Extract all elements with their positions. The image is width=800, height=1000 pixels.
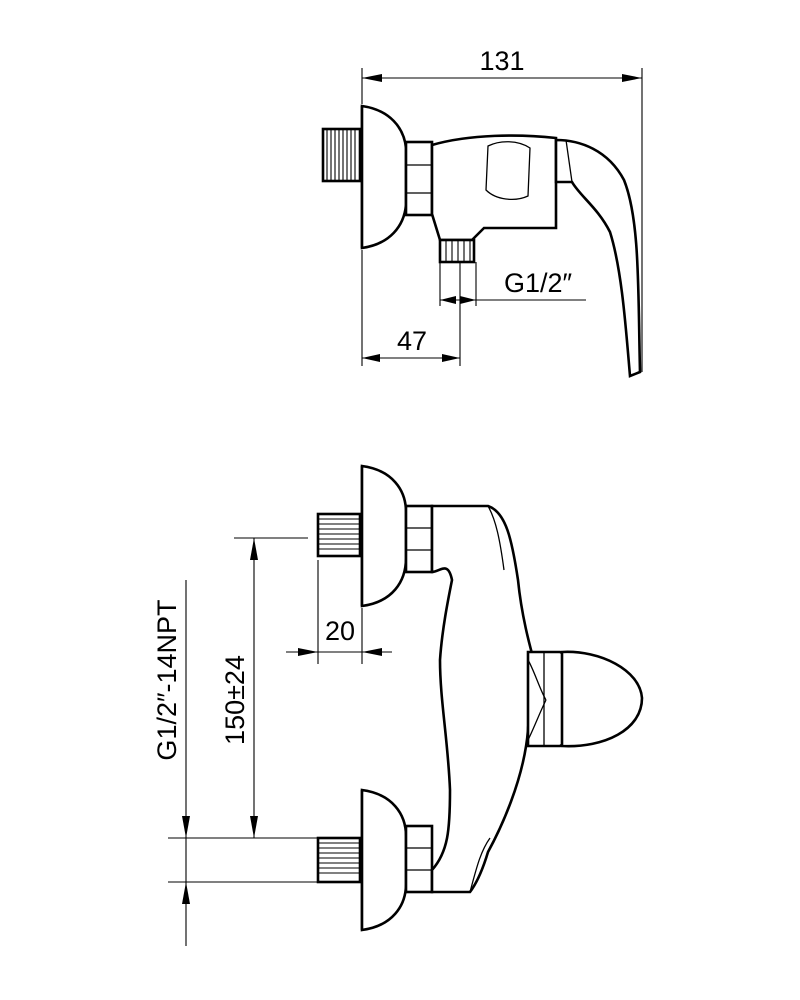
handle-knob (526, 650, 644, 748)
dim-thread-length: 20 (286, 560, 392, 664)
dim-overall-width-label: 131 (479, 46, 524, 76)
hex-nut (404, 140, 434, 217)
inlet-thread (321, 127, 362, 183)
dim-overall-width: 131 (361, 46, 643, 372)
top-hex-nut (404, 504, 434, 574)
lever-pocket (485, 141, 531, 201)
top-inlet-thread (316, 512, 362, 558)
dim-inlet-thread-label: G1/2″-14NPT (152, 599, 182, 760)
bottom-inlet-thread (316, 836, 362, 884)
mixer-body (430, 134, 558, 242)
front-view: 150±24 G1/2″-14NPT 20 (152, 464, 644, 946)
dim-center-distance: 150±24 (220, 537, 308, 839)
top-wall-flange (360, 464, 408, 608)
wall-flange (360, 104, 408, 250)
dim-inlet-thread: G1/2″-14NPT (152, 580, 318, 946)
bottom-wall-flange (360, 788, 408, 932)
dim-outlet-offset: 47 (361, 250, 461, 366)
outlet-spigot (438, 238, 476, 264)
dim-thread-length-label: 20 (325, 616, 355, 646)
bottom-hex-nut (404, 824, 434, 894)
side-view: 131 G1/2″ 47 (321, 46, 643, 378)
handle-lever (554, 138, 642, 378)
dim-center-distance-label: 150±24 (220, 655, 250, 745)
dim-outlet-thread: G1/2″ (439, 262, 586, 306)
dim-outlet-thread-label: G1/2″ (504, 268, 573, 298)
mixer-body (430, 504, 542, 894)
dim-outlet-offset-label: 47 (397, 326, 427, 356)
